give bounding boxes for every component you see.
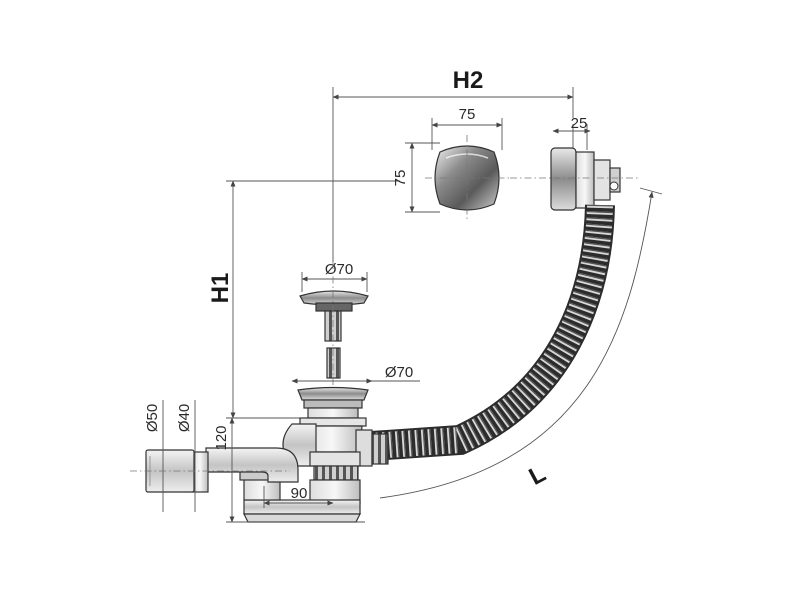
trap-height-label: 120 xyxy=(213,425,230,450)
h2-dimension: H2 xyxy=(332,67,574,262)
stopper-diameter-label: Ø70 xyxy=(325,261,353,278)
h1-dimension: H1 xyxy=(207,180,400,419)
trap-offset-dimension: 90 xyxy=(263,485,334,508)
trap-offset-label: 90 xyxy=(291,485,308,502)
outlet-inner-label: Ø40 xyxy=(176,404,193,432)
flexible-hose xyxy=(370,204,615,461)
stopper-plug: Ø70 xyxy=(299,261,369,520)
drain-diameter-label: Ø70 xyxy=(385,364,413,381)
h2-label: H2 xyxy=(453,67,484,94)
overflow-side-cap xyxy=(550,147,577,211)
l-label: L xyxy=(525,460,551,491)
outlet-outer-label: Ø50 xyxy=(144,404,161,432)
overflow-side: 25 xyxy=(510,115,640,211)
overflow-cover-front: 75 75 xyxy=(392,106,510,220)
overflow-cover-plate xyxy=(434,145,500,211)
h1-label: H1 xyxy=(207,273,234,304)
overflow-depth-label: 25 xyxy=(571,115,588,132)
overflow-width-label: 75 xyxy=(459,106,476,123)
overflow-height-label: 75 xyxy=(392,170,409,187)
outlet-pipe: Ø50 Ø40 120 xyxy=(130,400,365,523)
